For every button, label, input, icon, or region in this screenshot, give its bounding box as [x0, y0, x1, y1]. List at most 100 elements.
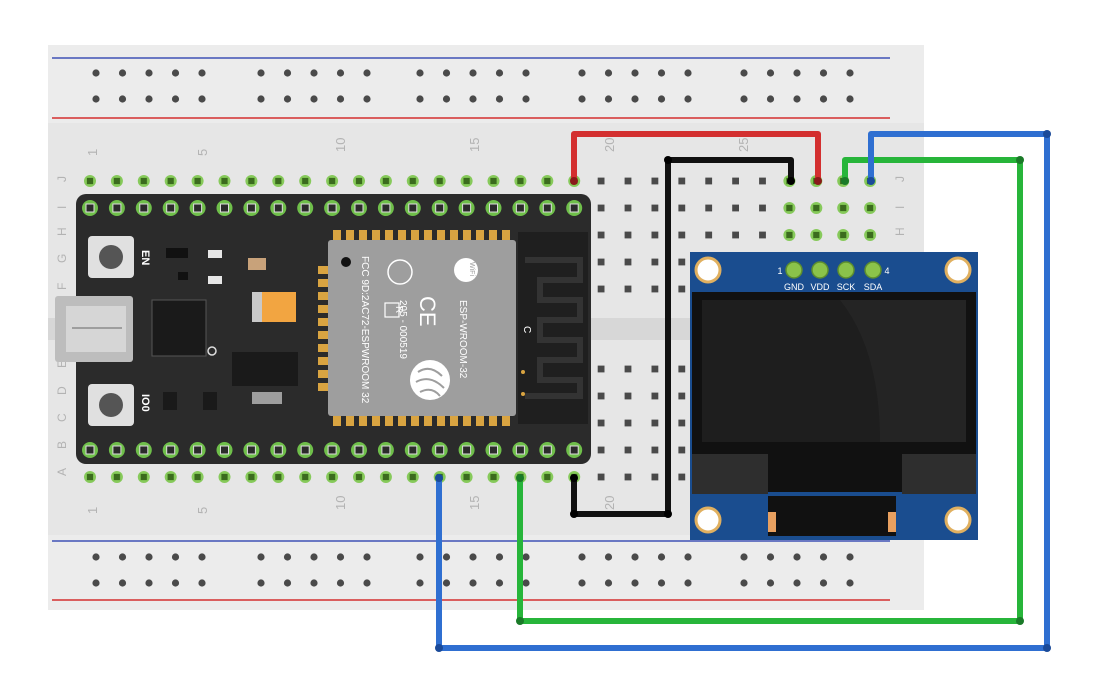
breadboard-hole: [597, 392, 605, 400]
esp32-header-pin-center: [273, 203, 283, 213]
rail-hole: [604, 95, 613, 103]
active-hole-center: [786, 232, 793, 238]
registered-mark-letter: R: [393, 306, 404, 313]
rail-hole: [578, 553, 586, 561]
rail-holes: [92, 69, 854, 587]
module-pad-bottom: [333, 416, 341, 426]
rail-hole: [684, 579, 692, 587]
oled-mount-hole-br: [944, 506, 972, 534]
row-letter-f: F: [55, 283, 69, 290]
rail-hole: [198, 95, 206, 103]
oled-pin-number-1: 1: [777, 266, 782, 276]
row-letters-top: J I H G F: [55, 176, 69, 290]
sda-wire-bend-1: [435, 644, 443, 652]
active-hole-center: [302, 474, 309, 480]
row-letter-i-right: I: [893, 206, 907, 209]
active-hole-center: [544, 178, 551, 184]
esp32-header-pin-center: [381, 445, 391, 455]
rail-hole: [118, 553, 127, 561]
rail-hole: [257, 553, 265, 561]
breadboard-hole: [678, 419, 686, 427]
row-letter-i: I: [55, 206, 69, 209]
rail-hole: [684, 95, 692, 103]
breadboard-hole: [597, 419, 605, 427]
active-hole-center: [867, 205, 874, 211]
rail-hole: [631, 553, 639, 561]
breadboard-hole: [597, 177, 605, 185]
module-pad-side: [318, 370, 328, 378]
rail-hole: [442, 579, 451, 587]
rail-hole: [766, 579, 775, 587]
oled-flex-cable: [768, 496, 896, 536]
antenna-trace: [525, 257, 583, 399]
module-pad-top: [333, 230, 341, 240]
active-hole-center: [867, 232, 874, 238]
esp32-header-pin-center: [542, 445, 552, 455]
rail-hole: [198, 553, 206, 561]
breadboard-hole: [624, 258, 632, 266]
registered-mark-box: [384, 302, 400, 318]
breadboard-hole: [678, 285, 686, 293]
rail-hole: [578, 95, 586, 103]
sda-wire-end-esp: [435, 474, 443, 482]
rail-hole: [171, 95, 180, 103]
esp32-header-pin-center: [193, 445, 203, 455]
breadboard-hole: [624, 392, 632, 400]
en-button-label: EN: [139, 250, 151, 265]
oled-lower-glass-right: [902, 454, 976, 494]
active-hole-center: [87, 474, 93, 480]
active-hole-center: [329, 474, 336, 480]
esp32-header-pin-center: [569, 445, 579, 455]
ground-wire-bend-3: [664, 156, 672, 164]
breadboard-hole: [678, 446, 686, 454]
module-pad-top: [372, 230, 380, 240]
io0-button-cap[interactable]: [99, 393, 123, 417]
rail-hole: [631, 95, 639, 103]
espressif-logo-swirl: [415, 367, 445, 397]
column-numbers-bottom: 1 5 10 15 20: [85, 496, 617, 514]
rail-hole: [793, 579, 801, 587]
breadboard-hole: [678, 473, 686, 481]
module-pad-side: [318, 383, 328, 391]
module-pad-top: [346, 230, 354, 240]
breadboard-hole: [678, 365, 686, 373]
usb-uart-chip: [151, 299, 207, 357]
module-pad-bottom: [385, 416, 393, 426]
active-hole-center: [275, 178, 282, 184]
scl-wire: [517, 157, 1023, 624]
oled-pin-label-gnd: GND: [784, 282, 805, 292]
breadboard-hole: [651, 231, 659, 239]
io0-button-label: IO0: [139, 394, 151, 412]
active-hole-center: [140, 474, 147, 480]
module-pad-top: [437, 230, 445, 240]
rail-hole: [495, 553, 504, 561]
rail-hole: [416, 553, 424, 561]
rail-hole: [469, 95, 477, 103]
active-hole-center: [813, 205, 820, 211]
active-hole-center: [436, 178, 443, 184]
antenna-area: [518, 232, 588, 424]
rail-hole: [283, 579, 292, 587]
breadboard-hole: [651, 285, 659, 293]
en-button-cap[interactable]: [99, 245, 123, 269]
module-serial: 205 - 000519: [397, 300, 408, 359]
module-pad-bottom: [346, 416, 354, 426]
module-pad-top: [398, 230, 406, 240]
antenna-pad-2: [521, 392, 525, 396]
ground-wire-bend-1: [570, 510, 578, 518]
module-fcc-id: FCC 9D:2AC72-ESPWROOM 32: [359, 256, 370, 404]
col-num-1-top: 1: [85, 149, 100, 156]
module-pad-top: [359, 230, 367, 240]
wifi-badge: WiFi: [454, 258, 478, 282]
rail-hole: [257, 69, 265, 77]
breadboard-hole: [597, 258, 605, 266]
rail-hole: [578, 579, 586, 587]
rail-hole: [819, 95, 828, 103]
row-letter-j-right: J: [893, 176, 907, 182]
oled-lower-glass-left: [692, 454, 768, 494]
rail-hole: [657, 579, 666, 587]
breadboard-hole: [678, 204, 686, 212]
rail-hole: [740, 579, 748, 587]
active-hole-center: [382, 474, 389, 480]
rail-hole: [336, 95, 345, 103]
